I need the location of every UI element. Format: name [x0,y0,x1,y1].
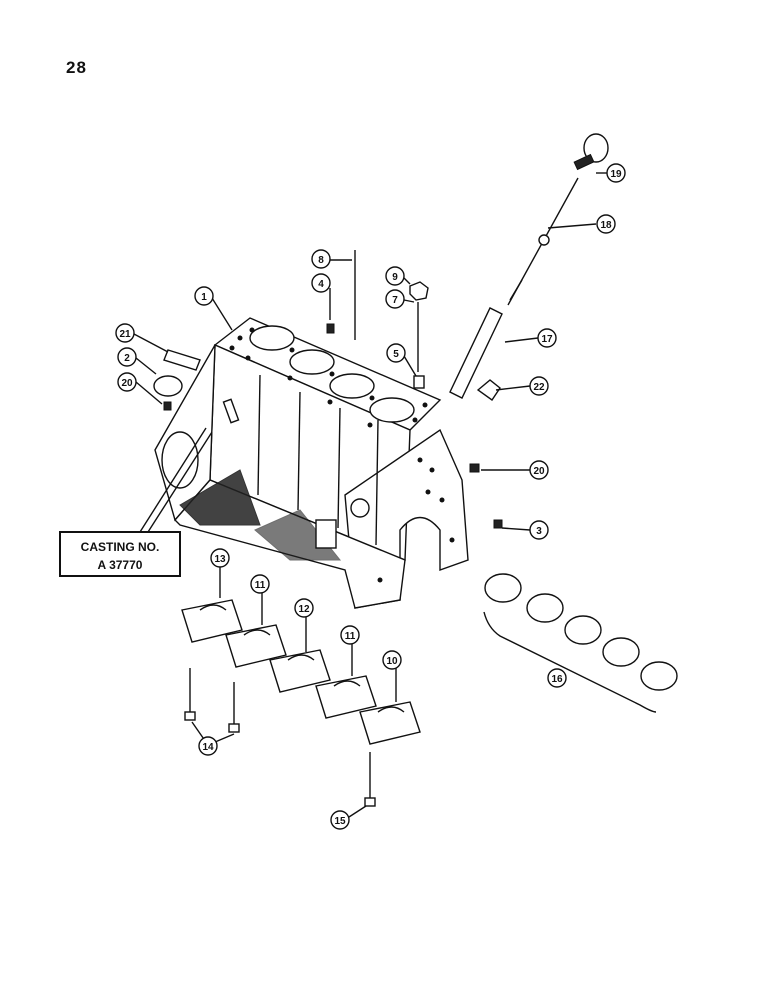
dipstick-assembly [449,133,609,401]
callout-11-a: 11 [250,574,270,594]
svg-text:10: 10 [386,656,398,667]
svg-text:13: 13 [214,554,226,565]
svg-text:5: 5 [393,349,399,360]
callout-bubbles: 1 2 3 4 5 7 8 9 10 11 11 12 13 14 15 16 … [115,163,626,830]
callout-8: 8 [311,249,331,269]
svg-text:7: 7 [392,295,398,306]
svg-text:22: 22 [533,382,545,393]
callout-18: 18 [596,214,616,234]
svg-text:15: 15 [334,816,346,827]
callout-5: 5 [386,343,406,363]
callout-15: 15 [330,810,350,830]
main-bearing-caps [181,599,421,745]
callout-2: 2 [117,347,137,367]
callout-7: 7 [385,289,405,309]
callout-19: 19 [606,163,626,183]
callout-20-a: 20 [117,372,137,392]
callout-4: 4 [311,273,331,293]
svg-text:12: 12 [298,604,310,615]
casting-number-label: CASTING NO. A 37770 [59,427,213,577]
dipstick-tube [449,307,503,399]
callout-17: 17 [537,328,557,348]
svg-text:11: 11 [255,580,266,591]
svg-text:17: 17 [541,334,553,345]
svg-text:19: 19 [610,169,622,180]
page-number: 28 [66,58,87,77]
svg-text:4: 4 [318,279,324,290]
engine-block [154,317,469,609]
svg-text:9: 9 [392,272,398,283]
callout-12: 12 [294,598,314,618]
callout-21: 21 [115,323,135,343]
callout-14: 14 [198,736,218,756]
callout-10: 10 [382,650,402,670]
callout-3: 3 [529,520,549,540]
svg-text:14: 14 [202,742,214,753]
callout-22: 22 [529,376,549,396]
svg-text:16: 16 [551,674,563,685]
svg-text:18: 18 [600,220,612,231]
casting-label-line1: CASTING NO. [81,540,160,554]
casting-label-line2: A 37770 [98,558,143,572]
svg-text:3: 3 [536,526,542,537]
callout-11-b: 11 [340,625,360,645]
callout-9: 9 [385,266,405,286]
svg-text:2: 2 [124,353,130,364]
callout-13: 13 [210,548,230,568]
callout-1: 1 [194,286,214,306]
svg-text:1: 1 [201,292,207,303]
small-parts [153,250,503,529]
bearing-shells [483,573,678,713]
callout-16: 16 [547,668,567,688]
cap-bolts [184,668,376,807]
svg-text:20: 20 [121,378,133,389]
svg-text:20: 20 [533,466,545,477]
svg-text:8: 8 [318,255,324,266]
svg-text:21: 21 [119,329,131,340]
leader-lines [133,172,608,818]
callout-20-b: 20 [529,460,549,480]
svg-text:11: 11 [345,631,356,642]
